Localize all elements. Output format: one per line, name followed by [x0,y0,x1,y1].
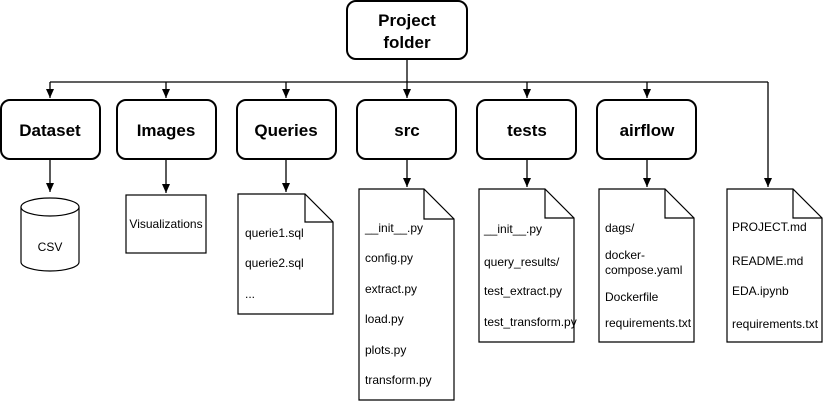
folder-label: Images [137,121,196,140]
folder-node-airflow: airflow [596,99,697,160]
document-line: requirements.txt [732,317,819,331]
folder-node-queries: Queries [236,99,337,160]
document-line: compose.yaml [605,263,682,277]
visualizations-label: Visualizations [129,217,202,231]
root-label-line-2: folder [383,33,431,52]
root-node: Project folder [346,0,468,60]
folder-label: tests [507,121,547,140]
document-line: test_transform.py [484,315,577,329]
folder-node-images: Images [116,99,217,160]
document-line: test_extract.py [484,284,562,298]
document-line: __init__.py [364,221,423,235]
folder-label: src [394,121,420,140]
document-line: querie2.sql [245,256,304,270]
root-files-document: PROJECT.md README.md EDA.ipynb requireme… [726,188,823,343]
csv-label: CSV [38,240,63,254]
document-line: PROJECT.md [732,220,807,234]
connector-lines [46,58,772,193]
folder-node-dataset: Dataset [0,99,101,160]
document-line: extract.py [365,282,417,296]
document-line: ... [245,287,255,301]
folder-label: airflow [620,121,676,140]
folder-node-src: src [356,99,457,160]
document-line: load.py [365,312,404,326]
queries-document: querie1.sql querie2.sql ... [237,193,334,315]
document-line: transform.py [365,373,432,387]
tests-document: __init__.py query_results/ test_extract.… [478,188,577,343]
document-line: __init__.py [483,222,542,236]
document-line: requirements.txt [605,316,692,330]
root-label-line-1: Project [378,11,436,30]
document-line: querie1.sql [245,226,304,240]
document-line: README.md [732,254,803,268]
src-document: __init__.py config.py extract.py load.py… [358,188,455,401]
document-line: EDA.ipynb [732,284,789,298]
folder-label: Queries [254,121,317,140]
document-line: docker- [605,248,645,262]
folder-node-tests: tests [476,99,577,160]
document-line: Dockerfile [605,290,659,304]
document-line: config.py [365,251,413,265]
airflow-document: dags/ docker- compose.yaml Dockerfile re… [598,188,695,343]
csv-cylinder: CSV [20,197,80,272]
document-line: query_results/ [484,255,560,269]
visualizations-box: Visualizations [125,194,207,254]
document-line: dags/ [605,221,635,235]
folder-label: Dataset [19,121,81,140]
document-line: plots.py [365,343,406,357]
